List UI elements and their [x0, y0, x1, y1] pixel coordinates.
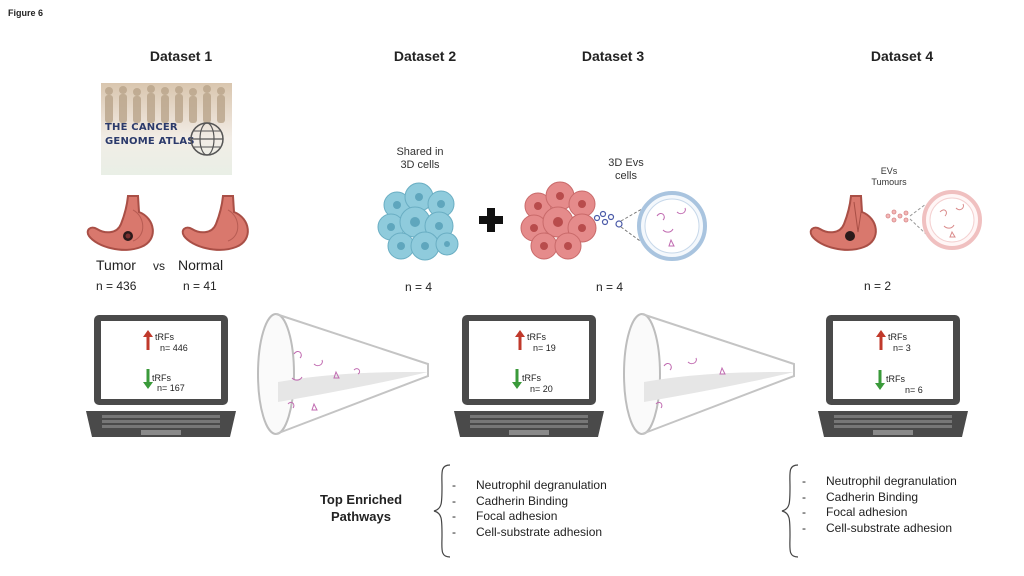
laptop-2-icon — [454, 315, 604, 437]
pathways-left-list: -Neutrophil degranulation -Cadherin Bind… — [452, 478, 652, 540]
dataset-2-sample-label: Shared in 3D cells — [396, 146, 444, 171]
figure-label: Figure 6 — [8, 8, 44, 18]
pathway-item: -Cell-substrate adhesion — [452, 524, 603, 539]
tumor-label: Tumor — [96, 257, 136, 273]
tcga-logo-text: THE CANCER GENOME ATLAS — [105, 122, 195, 147]
dataset-1-title: Dataset 1 — [149, 48, 213, 64]
funnel-2-icon — [623, 313, 795, 435]
crowd-silhouettes — [105, 85, 225, 123]
dataset-4-sample-label: EVs Tumours — [871, 166, 907, 187]
laptop-1-down-count: n= 167 — [157, 383, 185, 393]
pathway-item: -Focal adhesion — [452, 509, 558, 523]
laptop-3-icon — [818, 315, 968, 437]
laptop-3-up-label: tRFs — [888, 332, 907, 342]
tumor-n: n = 436 — [96, 279, 137, 293]
laptop-2-up-arrow-icon — [515, 330, 525, 350]
pathway-item: -Cadherin Binding — [452, 493, 569, 508]
pathway-item: -Cell-substrate adhesion — [802, 520, 953, 535]
laptop-1-down-label: tRFs — [152, 373, 171, 383]
tumor-stomach-icon — [86, 195, 154, 251]
plus-icon — [479, 208, 503, 232]
pathways-title: Top Enriched Pathways — [319, 492, 403, 524]
laptop-2-up-count: n= 19 — [533, 343, 556, 353]
laptop-1-up-arrow-icon — [143, 330, 153, 350]
funnel-1-icon — [257, 313, 429, 435]
normal-stomach-icon — [181, 195, 249, 251]
laptop-3-up-count: n= 3 — [893, 343, 911, 353]
laptop-3-up-arrow-icon — [876, 330, 886, 350]
pathway-item: -Cadherin Binding — [802, 489, 919, 504]
pathway-item: -Focal adhesion — [802, 505, 908, 519]
laptop-1-icon — [86, 315, 236, 437]
dataset-2-title: Dataset 2 — [393, 48, 457, 64]
tumour-ev-zoom — [885, 190, 982, 250]
laptop-2-down-label: tRFs — [522, 373, 541, 383]
laptop-1-down-arrow-icon — [143, 369, 153, 389]
dataset-4-n: n = 2 — [864, 279, 892, 293]
pathways-right-list: -Neutrophil degranulation -Cadherin Bind… — [802, 474, 1002, 536]
pathway-item: -Neutrophil degranulation — [802, 474, 957, 488]
dataset-2-n: n = 4 — [405, 280, 433, 294]
tcga-logo: THE CANCER GENOME ATLAS — [101, 83, 232, 175]
laptop-1-up-label: tRFs — [155, 332, 174, 342]
laptop-2-up-label: tRFs — [527, 332, 546, 342]
dataset-3-sample-label: 3D Evs cells — [608, 157, 644, 182]
dataset-3-n: n = 4 — [596, 280, 624, 294]
laptop-3-down-label: tRFs — [886, 374, 905, 384]
laptop-1-up-count: n= 446 — [160, 343, 188, 353]
laptop-2-down-arrow-icon — [512, 369, 522, 389]
pathway-item: -Neutrophil degranulation — [452, 478, 607, 492]
laptop-3-down-arrow-icon — [875, 370, 885, 390]
pathways-left-brace — [433, 464, 451, 558]
vs-label: vs — [153, 259, 165, 273]
dataset-4-title: Dataset 4 — [870, 48, 934, 64]
3d-ev-cells-spheroid — [520, 181, 597, 260]
dataset-3-title: Dataset 3 — [581, 48, 645, 64]
globe-icon — [190, 122, 224, 156]
3d-cells-spheroid — [377, 182, 459, 261]
normal-label: Normal — [178, 257, 224, 273]
tumour-stomach-icon — [809, 195, 877, 251]
normal-n: n = 41 — [183, 279, 217, 293]
ev-vesicle-zoom — [593, 191, 707, 261]
laptop-2-down-count: n= 20 — [530, 384, 553, 394]
pathways-right-brace — [781, 464, 799, 558]
laptop-3-down-count: n= 6 — [905, 385, 923, 395]
